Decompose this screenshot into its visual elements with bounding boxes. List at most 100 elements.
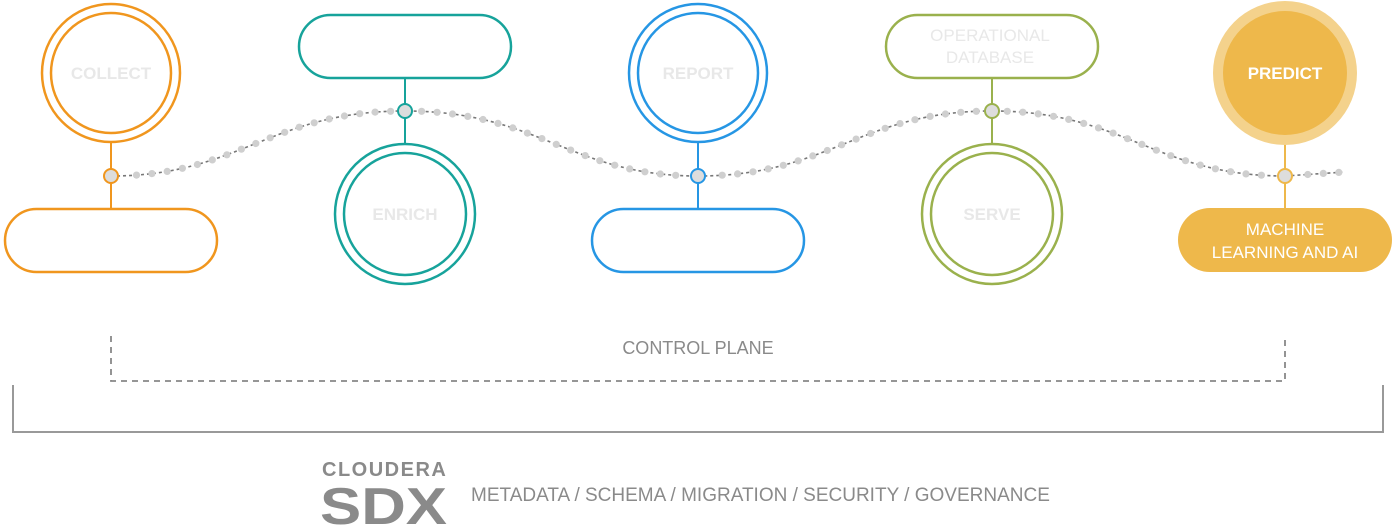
wave-dot <box>448 110 457 118</box>
wave-dot <box>1227 168 1235 176</box>
stage-predict: PREDICT MACHINE LEARNING AND AI <box>1178 1 1392 272</box>
collect-circle-label: COLLECT <box>71 64 152 83</box>
wave-dot <box>779 161 787 169</box>
wave-dot <box>641 168 649 176</box>
wave-dot <box>1123 135 1132 143</box>
wave-dot <box>252 139 260 148</box>
wave-dot <box>1138 140 1146 148</box>
wave-dot <box>794 157 802 165</box>
wave-dot <box>266 134 274 142</box>
sdx-tagline: METADATA / SCHEMA / MIGRATION / SECURITY… <box>471 485 1050 506</box>
wave-dot <box>596 157 604 165</box>
cloudera-sdx-logo: CLOUDERA SDX <box>320 459 447 531</box>
wave-dot <box>1109 129 1117 137</box>
wave-dot <box>223 151 231 159</box>
predict-node <box>1277 168 1293 184</box>
stage-serve: OPERATIONAL DATABASE SERVE <box>884 13 1100 286</box>
wave-timeline <box>110 107 1346 179</box>
cloudera-wordmark: CLOUDERA <box>322 459 447 481</box>
wave-dot <box>911 116 919 124</box>
wave-dot <box>1034 110 1042 118</box>
enrich-circle-label: ENRICH <box>372 205 437 224</box>
wave-dot <box>1094 124 1103 132</box>
wave-dot <box>852 135 860 143</box>
wave-dots <box>132 107 1343 179</box>
wave-dot <box>718 171 726 179</box>
wave-dot <box>464 112 472 120</box>
enrich-pill <box>297 13 513 80</box>
wave-dot <box>611 161 619 169</box>
wave-dot <box>479 115 487 124</box>
stage-collect: COLLECT <box>3 2 219 274</box>
predict-pill <box>1178 208 1392 272</box>
predict-pill-label-line1: MACHINE <box>1246 220 1324 239</box>
wave-dot <box>295 123 303 131</box>
control-plane-bracket <box>110 336 1286 382</box>
wave-dot <box>957 108 965 116</box>
wave-dot <box>581 152 589 160</box>
control-plane: CONTROL PLANE <box>110 336 1286 382</box>
report-circle-label: REPORT <box>663 64 734 83</box>
serve-pill-label-line2: DATABASE <box>946 48 1034 67</box>
wave-dot <box>1257 171 1265 179</box>
stage-enrich: ENRICH <box>297 13 513 286</box>
wave-dot <box>509 124 517 132</box>
wave-dot <box>494 119 502 127</box>
wave-dot <box>132 171 141 179</box>
sdx-bracket <box>12 385 1384 433</box>
serve-circle-label: SERVE <box>963 205 1020 224</box>
wave-dot <box>371 108 379 116</box>
wave-dot <box>567 146 575 154</box>
wave-dot <box>838 141 846 149</box>
serve-pill <box>884 13 1100 80</box>
wave-dot <box>1152 146 1160 154</box>
wave-dot <box>1196 161 1204 169</box>
report-pill <box>590 207 806 274</box>
serve-pill-label-line1: OPERATIONAL <box>930 26 1050 45</box>
predict-circle-inner <box>1223 11 1347 135</box>
wave-dot <box>325 115 333 123</box>
wave-dot <box>552 140 560 148</box>
wave-dot <box>310 119 318 127</box>
wave-dot <box>148 170 156 178</box>
enrich-circle-inner <box>342 151 468 277</box>
sdx-wordmark: SDX <box>320 478 447 531</box>
wave-dot <box>1019 108 1027 116</box>
wave-dot <box>1211 165 1219 173</box>
enrich-node <box>397 103 413 119</box>
wave-dot <box>823 146 831 155</box>
wave-dot <box>809 152 817 160</box>
wave-dot <box>418 107 426 115</box>
collect-circle-inner <box>49 11 173 135</box>
wave-dot <box>387 107 395 115</box>
wave-dot <box>356 110 364 118</box>
wave-dot <box>523 129 532 137</box>
wave-dot <box>1242 170 1250 178</box>
wave-dot <box>163 167 171 175</box>
serve-node <box>984 103 1000 119</box>
wave-dot <box>1181 157 1190 165</box>
wave-dot <box>672 171 680 179</box>
predict-pill-label-line2: LEARNING AND AI <box>1212 243 1358 262</box>
wave-dot <box>1080 119 1088 127</box>
wave-dot <box>749 168 757 176</box>
wave-dot <box>896 120 904 128</box>
wave-dot <box>734 170 742 178</box>
wave-dot <box>926 112 934 120</box>
wave-dot <box>1167 152 1175 160</box>
collect-node <box>103 168 119 184</box>
report-circle-inner <box>636 11 760 135</box>
wave-dot <box>1304 170 1312 179</box>
report-node <box>690 168 706 184</box>
wave-dot <box>237 145 245 153</box>
wave-dot <box>538 135 546 143</box>
wave-dot <box>340 112 348 120</box>
wave-dot <box>433 108 441 116</box>
wave-dot <box>1003 107 1011 115</box>
wave-dot <box>178 164 186 172</box>
wave-dot <box>626 165 634 173</box>
wave-dot <box>1319 169 1327 177</box>
wave-dot <box>1049 112 1058 120</box>
wave-dot <box>281 128 289 136</box>
